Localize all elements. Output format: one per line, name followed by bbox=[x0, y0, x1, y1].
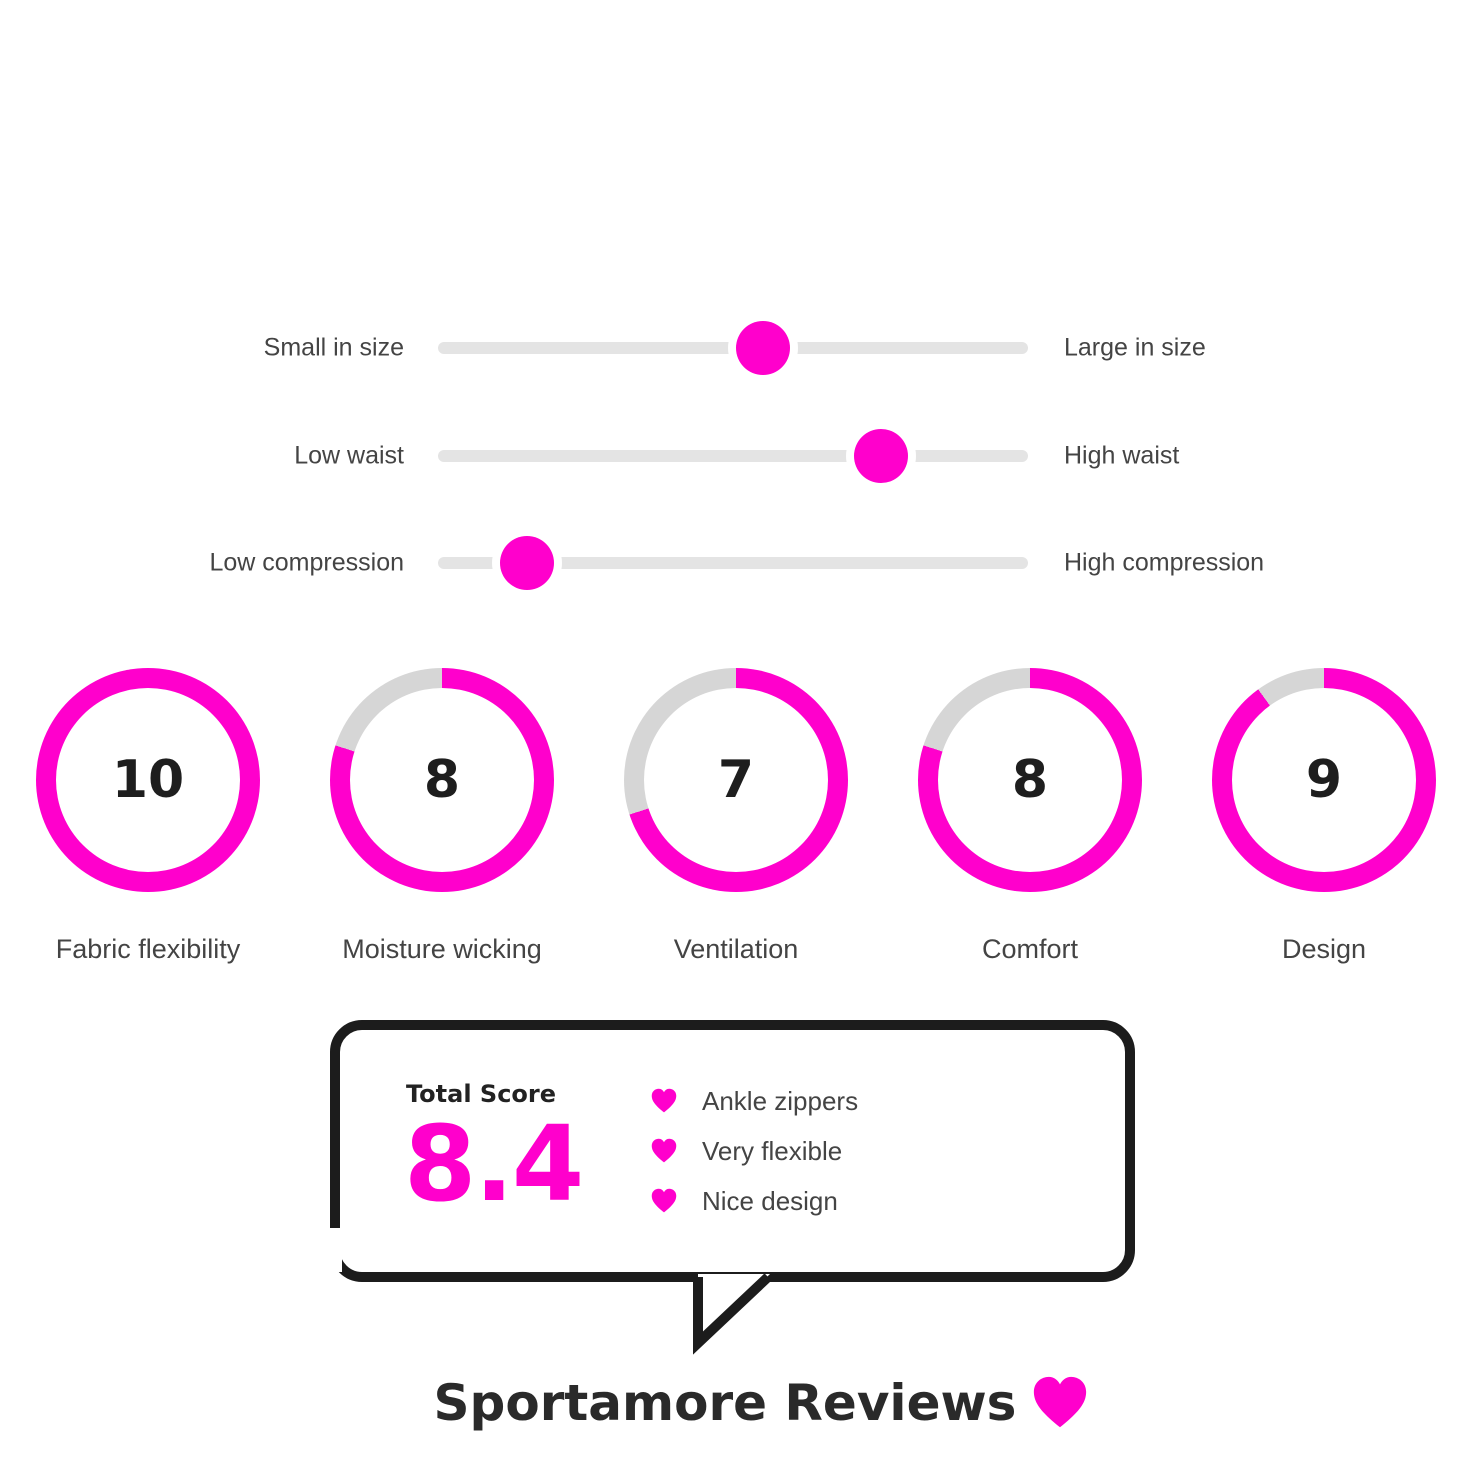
slider-right-label: High waist bbox=[1064, 441, 1180, 470]
list-item: Ankle zippers bbox=[650, 1076, 858, 1126]
slider-left-label: Small in size bbox=[263, 333, 404, 362]
list-item: Very flexible bbox=[650, 1126, 858, 1176]
slider-compression: Low compression High compression bbox=[0, 533, 1470, 593]
score-ring: 10 bbox=[36, 668, 260, 892]
bubble-gap bbox=[320, 1228, 342, 1272]
heart-icon bbox=[651, 1188, 677, 1213]
score-moisture-wicking: 8 Moisture wicking bbox=[294, 668, 590, 978]
slider-thumb[interactable] bbox=[735, 321, 790, 375]
score-label: Moisture wicking bbox=[342, 934, 542, 964]
slider-track[interactable] bbox=[438, 429, 1028, 483]
score-label: Comfort bbox=[981, 934, 1079, 964]
slider-size: Small in size Large in size bbox=[0, 318, 1470, 378]
score-ventilation: 7 Ventilation bbox=[588, 668, 884, 978]
score-value: 8 bbox=[1011, 750, 1049, 810]
slider-thumb[interactable] bbox=[499, 536, 554, 590]
score-ring-center: 8 bbox=[350, 688, 534, 872]
score-label: Design bbox=[1281, 934, 1367, 964]
score-label: Fabric flexibility bbox=[55, 934, 241, 964]
list-item: Nice design bbox=[650, 1176, 858, 1226]
slider-thumb[interactable] bbox=[853, 429, 908, 483]
slider-right-label: Large in size bbox=[1064, 333, 1206, 362]
pros-list: Ankle zippers Very flexible Nice design bbox=[650, 1076, 858, 1226]
score-comfort: 8 Comfort bbox=[882, 668, 1178, 978]
score-value: 10 bbox=[111, 750, 185, 810]
score-fabric-flexibility: 10 Fabric flexibility bbox=[0, 668, 296, 978]
slider-track[interactable] bbox=[438, 321, 1028, 375]
slider-waist: Low waist High waist bbox=[0, 426, 1470, 486]
score-ring-center: 7 bbox=[644, 688, 828, 872]
score-value: 9 bbox=[1305, 750, 1343, 810]
pro-text: Nice design bbox=[702, 1185, 838, 1216]
slider-right-label: High compression bbox=[1064, 548, 1265, 577]
total-score-label: Total Score bbox=[406, 1080, 557, 1108]
heart-icon bbox=[651, 1138, 677, 1163]
score-value: 7 bbox=[717, 750, 755, 810]
heart-icon bbox=[651, 1088, 677, 1113]
brand-name: Sportamore Reviews bbox=[433, 1374, 1017, 1432]
score-ring-center: 8 bbox=[938, 688, 1122, 872]
score-ring: 8 bbox=[330, 668, 554, 892]
score-ring: 8 bbox=[918, 668, 1142, 892]
total-score-value: 8.4 bbox=[404, 1103, 584, 1225]
pro-text: Ankle zippers bbox=[702, 1085, 859, 1116]
score-ring: 9 bbox=[1212, 668, 1436, 892]
score-ring-center: 9 bbox=[1232, 688, 1416, 872]
heart-icon bbox=[1034, 1376, 1087, 1428]
pro-text: Very flexible bbox=[702, 1135, 843, 1166]
slider-left-label: Low waist bbox=[294, 441, 404, 470]
brand-footer: Sportamore Reviews bbox=[0, 1374, 1470, 1432]
score-ring-center: 10 bbox=[56, 688, 240, 872]
slider-track[interactable] bbox=[438, 536, 1028, 590]
score-label: Ventilation bbox=[673, 934, 799, 964]
score-design: 9 Design bbox=[1176, 668, 1470, 978]
score-value: 8 bbox=[423, 750, 461, 810]
slider-left-label: Low compression bbox=[209, 548, 404, 577]
score-ring: 7 bbox=[624, 668, 848, 892]
